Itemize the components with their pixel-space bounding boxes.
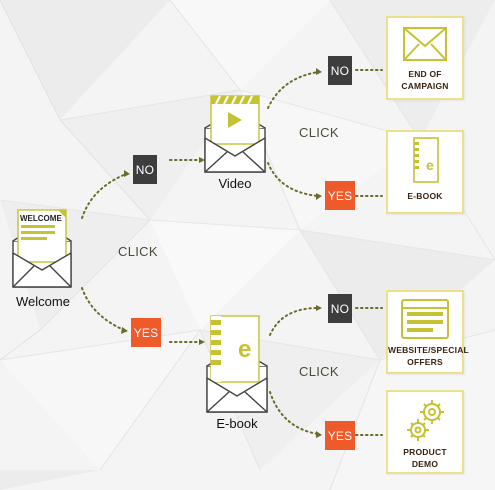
ebook-no-badge: NO xyxy=(328,294,352,323)
outcome-ebook: e E-BOOK xyxy=(386,130,464,214)
welcome-label: Welcome xyxy=(16,294,70,309)
ebook-envelope-icon xyxy=(206,315,268,413)
outcome-end-of-campaign: END OF CAMPAIGN xyxy=(386,16,464,100)
welcome-letter-text: WELCOME xyxy=(20,214,62,223)
outcome-ebook-doc-letter: e xyxy=(426,157,434,173)
outcome-website-special-offers: WEBSITE/SPECIAL OFFERS xyxy=(386,290,469,374)
outcome-end-of-campaign-line2: CAMPAIGN xyxy=(401,81,449,91)
ebook-click-label: CLICK xyxy=(299,364,339,379)
video-click-label: CLICK xyxy=(299,125,339,140)
welcome-yes-badge: YES xyxy=(131,318,161,347)
ebook-document-icon xyxy=(413,137,439,183)
gears-icon xyxy=(407,400,444,441)
video-no-badge: NO xyxy=(328,56,352,85)
ebook-yes-badge: YES xyxy=(325,421,355,450)
outcome-website-line1: WEBSITE/SPECIAL xyxy=(388,345,469,355)
outcome-end-of-campaign-line1: END OF xyxy=(408,69,442,79)
ebook-label: E-book xyxy=(216,416,258,431)
video-envelope-icon xyxy=(204,95,266,173)
outcome-product-demo-line2: DEMO xyxy=(411,459,439,469)
outcome-ebook-line1: E-BOOK xyxy=(407,191,443,201)
website-browser-icon xyxy=(401,299,449,339)
video-yes-badge: YES xyxy=(325,181,355,210)
outcome-website-line2: OFFERS xyxy=(407,357,443,367)
outcome-product-demo: PRODUCT DEMO xyxy=(386,390,464,474)
welcome-click-label: CLICK xyxy=(118,244,158,259)
ebook-doc-letter: e xyxy=(238,336,252,363)
mail-envelope-icon xyxy=(403,27,447,61)
outcome-product-demo-line1: PRODUCT xyxy=(403,447,447,457)
video-label: Video xyxy=(218,176,252,191)
welcome-envelope-icon xyxy=(12,209,72,288)
welcome-no-badge: NO xyxy=(133,155,157,184)
